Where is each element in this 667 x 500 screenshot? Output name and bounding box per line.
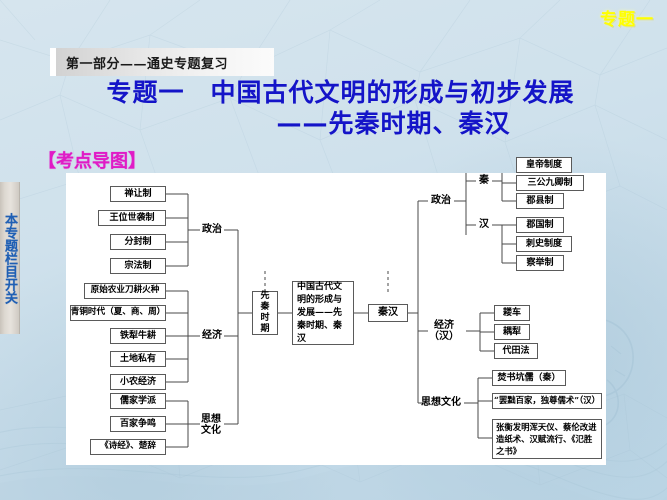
node-han-economy-2[interactable]: 耦犁 <box>494 324 530 340</box>
label-text: 秦 <box>479 175 489 187</box>
node-preqin-economy-4[interactable]: 土地私有 <box>110 351 166 367</box>
node-han-politics-3[interactable]: 察举制 <box>516 255 564 271</box>
node-han-economy-3[interactable]: 代田法 <box>494 343 538 359</box>
label-text: 政治 <box>431 195 451 207</box>
node-core-theme[interactable]: 中国古代文明的形成与发展——先秦时期、秦汉 <box>292 281 354 345</box>
node-label: 耧车 <box>502 307 521 318</box>
node-label: 先秦时期 <box>260 291 270 334</box>
node-label: 禅让制 <box>124 188 152 199</box>
node-han-politics-1[interactable]: 郡国制 <box>516 217 564 233</box>
node-preqin-period[interactable]: 先秦时期 <box>252 291 278 335</box>
node-label: 皇帝制度 <box>525 159 562 170</box>
label-qinhan-culture: 思想文化 <box>418 395 464 411</box>
node-qin-politics-3[interactable]: 郡县制 <box>516 193 564 209</box>
node-qinhan-culture-2[interactable]: “罢黜百家，独尊儒术”（汉） <box>492 393 602 409</box>
node-preqin-economy-1[interactable]: 原始农业刀耕火种 <box>84 283 166 299</box>
label-text: 思想文化 <box>201 413 221 436</box>
node-label: “罢黜百家，独尊儒术”（汉） <box>494 395 600 406</box>
node-label: 张衡发明浑天仪、蔡伦改进造纸术、汉赋流行、《氾胜之书》 <box>496 422 597 456</box>
node-label: 焚书坑儒（秦） <box>497 372 561 383</box>
node-label: 代田法 <box>502 345 530 356</box>
mind-map-panel: 禅让制 王位世袭制 分封制 宗法制 政治 原始农业刀耕火种 青铜时代（夏、商、周… <box>66 157 606 465</box>
node-preqin-culture-1[interactable]: 儒家学派 <box>110 393 166 409</box>
node-qin-politics-1[interactable]: 皇帝制度 <box>516 157 572 173</box>
node-preqin-economy-2[interactable]: 青铜时代（夏、商、周） <box>70 305 166 321</box>
node-qinhan-period[interactable]: 秦汉 <box>368 304 408 322</box>
node-qin-politics-2[interactable]: 三公九卿制 <box>516 175 584 191</box>
node-preqin-politics-4[interactable]: 宗法制 <box>110 258 166 274</box>
node-label: 察举制 <box>526 257 554 268</box>
page-title-line-2: ——先秦时期、秦汉 <box>276 109 511 138</box>
node-han-economy-1[interactable]: 耧车 <box>494 305 530 321</box>
node-label: 耦犁 <box>502 326 521 337</box>
label-preqin-politics: 政治 <box>200 222 224 238</box>
node-label: 宗法制 <box>124 260 152 271</box>
sidebar-tab-topic-toggle[interactable]: 本专题栏目开关 <box>0 182 20 334</box>
node-preqin-politics-1[interactable]: 禅让制 <box>110 186 166 202</box>
node-label: 百家争鸣 <box>119 418 156 429</box>
label-qinhan-economy: 经济（汉） <box>422 319 466 342</box>
label-text: 思想文化 <box>421 397 461 409</box>
node-label: 三公九卿制 <box>527 177 573 188</box>
node-label: 分封制 <box>124 236 152 247</box>
node-qinhan-culture-3[interactable]: 张衡发明浑天仪、蔡伦改进造纸术、汉赋流行、《氾胜之书》 <box>492 419 602 459</box>
node-label: 《诗经》、楚辞 <box>100 441 156 452</box>
node-preqin-politics-3[interactable]: 分封制 <box>110 234 166 250</box>
mind-map-connectors <box>166 173 516 448</box>
part-banner: 第一部分——通史专题复习 <box>50 48 274 76</box>
label-preqin-economy: 经济 <box>200 328 224 344</box>
node-label: 小农经济 <box>119 376 156 387</box>
label-text: 经济（汉） <box>429 319 459 342</box>
node-label: 儒家学派 <box>119 395 156 406</box>
node-label: 土地私有 <box>119 353 156 364</box>
node-label: 秦汉 <box>378 307 398 319</box>
sidebar-tab-label: 本专题栏目开关 <box>2 212 17 304</box>
node-label: 原始农业刀耕火种 <box>90 285 160 296</box>
node-label: 郡国制 <box>526 219 554 230</box>
page-title: 专题一 中国古代文明的形成与初步发展 ——先秦时期、秦汉 <box>0 78 667 140</box>
label-qinhan-politics: 政治 <box>428 193 454 209</box>
page-title-line-1: 专题一 中国古代文明的形成与初步发展 <box>106 78 575 107</box>
node-label: 铁犁牛耕 <box>119 330 156 341</box>
section-label-exam-map: 【考点导图】 <box>38 151 146 172</box>
node-preqin-culture-2[interactable]: 百家争鸣 <box>110 416 166 432</box>
node-preqin-politics-2[interactable]: 王位世袭制 <box>98 210 166 226</box>
part-banner-label: 第一部分——通史专题复习 <box>66 56 229 72</box>
node-preqin-economy-5[interactable]: 小农经济 <box>110 374 166 390</box>
node-han-politics-2[interactable]: 刺史制度 <box>516 236 572 252</box>
node-label: 王位世袭制 <box>109 212 155 223</box>
node-label: 青铜时代（夏、商、周） <box>70 307 166 318</box>
node-label: 中国古代文明的形成与发展——先秦时期、秦汉 <box>297 281 343 344</box>
node-label: 刺史制度 <box>525 238 562 249</box>
node-preqin-economy-3[interactable]: 铁犁牛耕 <box>110 328 166 344</box>
label-preqin-culture: 思想文化 <box>198 411 224 439</box>
label-qinhan-politics-qin: 秦 <box>476 173 492 189</box>
label-qinhan-politics-han: 汉 <box>476 217 492 233</box>
label-text: 经济 <box>202 330 222 342</box>
node-qinhan-culture-1[interactable]: 焚书坑儒（秦） <box>492 370 566 386</box>
label-text: 汉 <box>479 219 489 231</box>
node-label: 郡县制 <box>526 195 554 206</box>
chapter-tag: 专题一 <box>600 10 654 30</box>
node-preqin-culture-3[interactable]: 《诗经》、楚辞 <box>90 439 166 455</box>
label-text: 政治 <box>202 224 222 236</box>
